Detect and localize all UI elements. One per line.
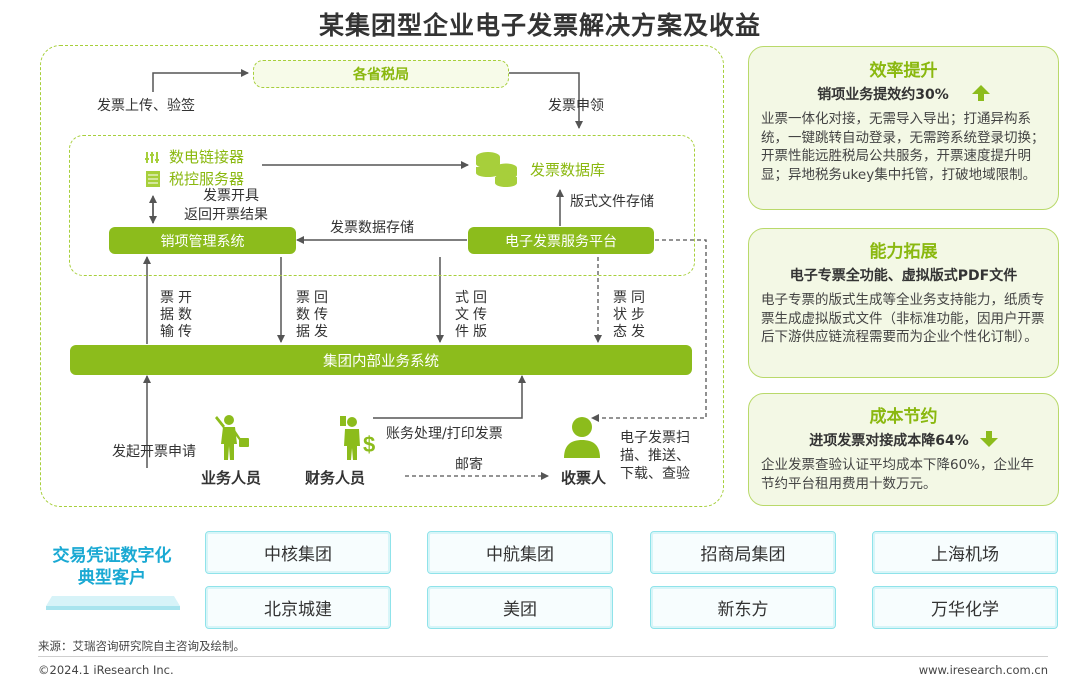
efficiency-panel: 效率提升 销项业务提效约30% 业票一体化对接，无需导入导出；打通异构系统，一键… [748, 46, 1059, 210]
upload-verify-label: 发票上传、验签 [97, 98, 195, 114]
website-link[interactable]: www.iresearch.com.cn [918, 663, 1048, 677]
panel-body: 电子专票的版式生成等全业务支持能力，纸质专票生成虚拟版式文件（非标准功能，因用户… [761, 292, 1045, 345]
layout-file-return-label: 式回 文传 件版 [455, 290, 487, 340]
database-icon [476, 152, 517, 187]
issue-invoice-label: 发票开具 [203, 188, 259, 204]
footer-divider [38, 656, 1048, 657]
sales-management-system: 销项管理系统 [109, 227, 296, 254]
invoice-database-label: 发票数据库 [530, 160, 606, 179]
recipient-icon [564, 417, 600, 458]
copyright: ©2024.1 iResearch Inc. [38, 663, 174, 677]
cost-saving-panel: 成本节约 进项发票对接成本降64% 企业发票查验认证平均成本下降60%，企业年节… [748, 393, 1059, 506]
invoice-data-storage-label: 发票数据存储 [330, 220, 414, 236]
server-icon [146, 170, 160, 187]
panel-title: 效率提升 [869, 61, 938, 81]
svg-text:$: $ [363, 432, 375, 457]
customers-platform-icon [46, 596, 180, 610]
connector-icon [145, 151, 159, 163]
status-sync-label: 票同 状步 态发 [613, 290, 645, 340]
business-staff-label: 业务人员 [201, 469, 262, 487]
digital-connector: 数电链接器 [145, 146, 244, 167]
customer-card: 新东方 [650, 586, 836, 629]
tax-server: 税控服务器 [145, 168, 244, 189]
customer-card: 上海机场 [872, 531, 1058, 574]
panel-body: 业票一体化对接，无需导入导出；打通异构系统，一键跳转自动登录，无需跨系统登录切换… [761, 111, 1045, 183]
group-internal-business-system: 集团内部业务系统 [70, 345, 692, 375]
panel-body: 企业发票查验认证平均成本下降60%，企业年节约平台租用费用十数万元。 [761, 457, 1035, 492]
capability-panel: 能力拓展 电子专票全功能、虚拟版式PDF文件 电子专票的版式生成等全业务支持能力… [748, 228, 1059, 378]
mail-label: 邮寄 [455, 457, 483, 473]
arrow-down-icon [979, 431, 998, 447]
digital-connector-label: 数电链接器 [169, 148, 245, 166]
panel-subtitle: 销项业务提效约30% [749, 84, 1058, 104]
invoice-data-return-label: 票回 数传 据发 [296, 290, 328, 340]
customer-card: 万华化学 [872, 586, 1058, 629]
scan-push-label: 电子发票扫 描、推送、 下载、查验 [620, 430, 690, 482]
invoice-claim-label: 发票申领 [548, 98, 604, 114]
customers-title: 交易凭证数字化典型客户 [52, 546, 172, 588]
recipient-label: 收票人 [561, 469, 607, 487]
accounting-label: 账务处理/打印发票 [386, 426, 503, 442]
invoicing-data-transfer-label: 票开 据数 输传 [160, 290, 192, 340]
return-result-label: 返回开票结果 [184, 207, 268, 223]
start-request-label: 发起开票申请 [112, 444, 196, 460]
platform-boundary [69, 135, 695, 276]
customer-card: 北京城建 [205, 586, 391, 629]
panel-subtitle: 进项发票对接成本降64% [749, 430, 1058, 450]
tax-bureau-node: 各省税局 [253, 60, 509, 88]
finance-staff-label: 财务人员 [305, 469, 366, 487]
solution-boundary [40, 45, 724, 507]
customer-card: 美团 [427, 586, 613, 629]
panel-subtitle: 电子专票全功能、虚拟版式PDF文件 [789, 268, 1018, 284]
tax-server-label: 税控服务器 [169, 170, 245, 188]
invoice-database: 发票数据库 [474, 150, 605, 188]
layout-storage-label: 版式文件存储 [570, 194, 654, 210]
customer-card: 招商局集团 [650, 531, 836, 574]
source-note: 来源：艾瑞咨询研究院自主咨询及绘制。 [38, 639, 245, 653]
page-title: 某集团型企业电子发票解决方案及收益 [318, 11, 761, 40]
arrow-up-icon [971, 85, 990, 101]
customer-card: 中航集团 [427, 531, 613, 574]
finance-staff-icon: $ [340, 416, 375, 460]
einvoice-service-platform: 电子发票服务平台 [468, 227, 654, 254]
panel-title: 能力拓展 [869, 242, 938, 262]
panel-title: 成本节约 [869, 407, 938, 427]
business-staff-icon [215, 415, 249, 460]
customer-card: 中核集团 [205, 531, 391, 574]
